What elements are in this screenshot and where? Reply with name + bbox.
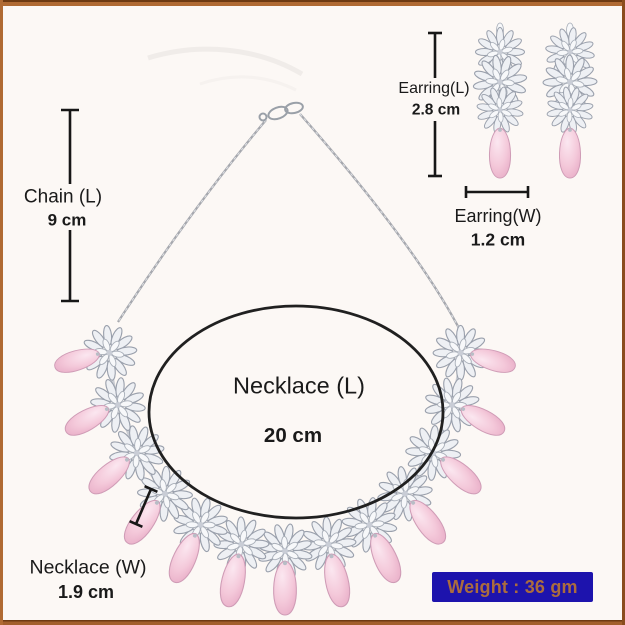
earrings-pair (472, 22, 598, 179)
necklace-width-label: Necklace (W) (29, 556, 147, 579)
necklace-floral-band (54, 324, 516, 616)
frame-border-left (0, 0, 3, 625)
chain-length-value: 9 cm (47, 210, 87, 230)
chain-length-measure-line (61, 108, 79, 303)
necklace-chain (117, 113, 464, 335)
earring-length-measure-line (428, 31, 442, 178)
reflection-smudge (147, 46, 304, 92)
necklace-width-value: 1.9 cm (57, 582, 115, 602)
frame-border-top (0, 0, 625, 6)
necklace-width-measure-line (129, 485, 158, 528)
weight-badge: Weight : 36 gm (432, 572, 593, 602)
earring (472, 22, 528, 179)
earring (542, 22, 598, 179)
frame-border-right (622, 0, 625, 625)
earring-length-label: Earring(L) (398, 80, 470, 97)
chain-length-label: Chain (L) (23, 186, 103, 208)
necklace-length-label: Necklace (L) (233, 372, 365, 399)
earring-width-measure-line (464, 186, 530, 198)
earring-length-value: 2.8 cm (411, 101, 461, 119)
earring-width-value: 1.2 cm (470, 229, 526, 250)
necklace-length-value: 20 cm (263, 423, 323, 447)
frame-border-bottom (0, 620, 625, 625)
clasp-icon (258, 101, 304, 122)
earring-width-label: Earring(W) (454, 206, 542, 226)
necklace-opening-outline (147, 304, 445, 520)
